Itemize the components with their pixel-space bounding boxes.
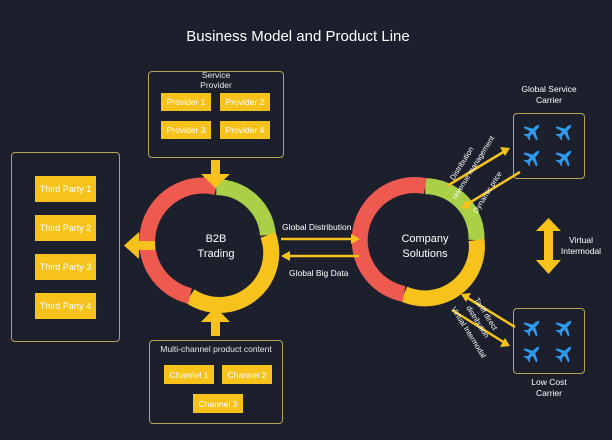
b2b-ring-red-segment [139, 177, 219, 304]
arrow-global-distribution [281, 234, 360, 244]
arrow-down-from-providers [201, 160, 230, 188]
arrow-upper-diagonal-inner [461, 170, 521, 209]
arrow-upper-diagonal-outer [446, 147, 510, 188]
b2b-ring [139, 177, 280, 313]
plane-icon [552, 144, 578, 170]
low-cost-carrier-label-line2: Carrier [536, 388, 562, 398]
third-party-chip-3: Third Party 3 [35, 254, 96, 280]
global-service-carrier-box [513, 113, 585, 179]
diagram-title: Business Model and Product Line [186, 28, 410, 45]
global-service-carrier-label-line1: Global Service [521, 84, 577, 94]
third-party-panel [11, 152, 120, 342]
arrow-left-to-third-party [124, 232, 155, 259]
plane-icon [552, 314, 578, 340]
company-ring-green-segment [424, 178, 485, 241]
provider-chip-1: Provider 1 [161, 93, 211, 111]
plane-group-top [520, 118, 578, 170]
third-party-chip-2: Third Party 2 [35, 215, 96, 241]
third-party-chip-1: Third Party 1 [35, 176, 96, 202]
company-ring-red-segment [351, 177, 427, 302]
content-panel [149, 340, 283, 424]
plane-icon [520, 144, 546, 170]
arrow-up-from-content [201, 307, 230, 336]
channel-chip-3: Channel 3 [193, 394, 243, 413]
company-ring [351, 177, 485, 307]
virtual-intermodal-label-line2: Intermodal [560, 246, 602, 256]
company-label-line2: Solutions [402, 248, 448, 260]
b2b-label-line2: Trading [197, 248, 235, 260]
arrow-lower-diagonal-outer [451, 308, 510, 347]
double-arrow-vertical [536, 218, 561, 274]
provider-chip-3: Provider 3 [161, 121, 211, 139]
b2b-label-line1: B2B [205, 233, 227, 245]
arrow-global-big-data [281, 251, 359, 261]
plane-group-bottom [520, 314, 578, 366]
b2b-ring-yellow-segment [185, 232, 280, 313]
plane-icon [520, 118, 546, 144]
company-label-line1: Company [401, 233, 449, 245]
channel-chip-2: Channel 2 [222, 365, 272, 384]
third-party-chip-4: Third Party 4 [35, 293, 96, 319]
provider-chip-4: Provider 4 [220, 121, 270, 139]
global-distribution-label: Global Distribution [282, 222, 352, 232]
plane-icon [552, 118, 578, 144]
company-ring-yellow-segment [400, 239, 485, 307]
content-panel-label: Multi-channel product content [160, 344, 272, 354]
plane-icon [552, 340, 578, 366]
channel-chip-1: Channel 1 [164, 365, 214, 384]
service-provider-panel [148, 71, 284, 158]
low-cost-carrier-label-line1: Low Cost [531, 377, 567, 387]
b2b-ring-green-segment [215, 179, 276, 237]
low-cost-carrier-box [513, 308, 585, 374]
service-provider-label-line2: Provider [200, 80, 232, 90]
provider-chip-2: Provider 2 [220, 93, 270, 111]
arrow-lower-diagonal-inner [461, 293, 516, 329]
global-big-data-label: Global Big Data [289, 268, 349, 278]
global-service-carrier-label-line2: Carrier [536, 95, 562, 105]
service-provider-label-line1: Service [201, 70, 231, 80]
virtual-intermodal-label-line1: Virtual [569, 235, 593, 245]
plane-icon [520, 340, 546, 366]
plane-icon [520, 314, 546, 340]
